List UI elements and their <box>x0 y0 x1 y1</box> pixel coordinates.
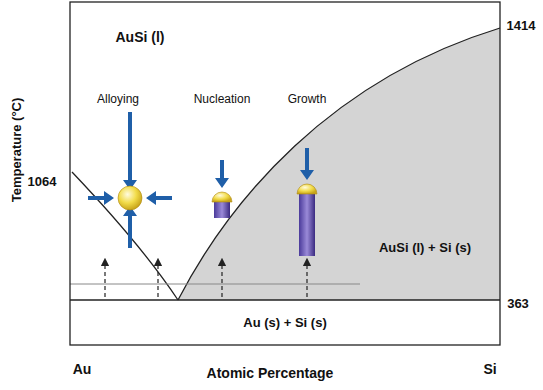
phase-label: AuSi (l) <box>116 30 165 45</box>
process-line <box>70 284 360 285</box>
liquidus-si <box>178 28 500 300</box>
nucleation-symbol <box>212 160 232 218</box>
solid-region <box>70 300 500 345</box>
alloying-symbol <box>88 112 172 248</box>
phase-label: AuSi (l) + Si (s) <box>379 241 471 255</box>
growth-symbol <box>297 148 317 256</box>
temperature-value: 1414 <box>507 19 536 33</box>
temperature-value: 363 <box>507 297 529 311</box>
step-label: Nucleation <box>194 93 251 106</box>
plot-ground <box>70 2 500 345</box>
axis-title: Atomic Percentage <box>207 366 334 381</box>
step-label: Alloying <box>97 93 139 106</box>
phase-label: Au (s) + Si (s) <box>243 316 326 330</box>
plot-frame <box>70 2 500 345</box>
heating-arrows <box>105 262 307 297</box>
axis-title: Temperature (°C) <box>10 98 24 203</box>
liquidus-au <box>72 172 178 300</box>
temperature-value: 1064 <box>28 175 57 189</box>
eutectic-line <box>70 299 500 300</box>
step-label: Growth <box>288 93 327 106</box>
liquid-region <box>70 2 500 300</box>
axis-end-label: Si <box>483 362 496 377</box>
axis-end-label: Au <box>73 362 92 377</box>
